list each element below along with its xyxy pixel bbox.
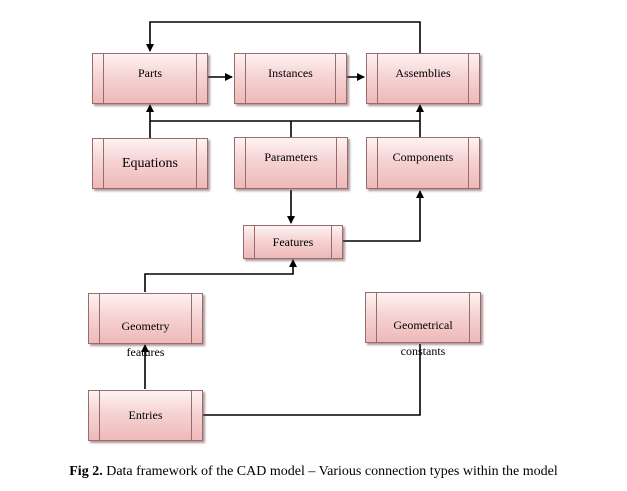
node-equations-label: Equations: [122, 156, 178, 171]
node-components: Components: [366, 137, 480, 189]
figure-caption-label: Fig 2.: [69, 464, 103, 479]
node-features: Features: [243, 225, 343, 259]
node-geometrical-constants: Geometrical constants: [365, 292, 481, 358]
node-geometry-features: Geometry features: [88, 293, 203, 359]
node-equations: Equations: [92, 138, 208, 189]
node-assemblies-label: Assemblies: [395, 66, 451, 80]
edge-entries-to-geometrical-constants: [203, 344, 421, 416]
node-instances: Instances: [234, 53, 347, 104]
node-geometry-features-line1: Geometry: [121, 319, 170, 333]
node-geometry-features-line2: features: [126, 345, 165, 359]
node-instances-label: Instances: [268, 66, 313, 80]
node-assemblies: Assemblies: [366, 53, 480, 104]
node-geometrical-constants-line2: constants: [400, 344, 446, 358]
node-components-label: Components: [392, 150, 454, 164]
node-parameters: Parameters: [234, 137, 348, 189]
figure-caption: Fig 2. Data framework of the CAD model –…: [0, 464, 627, 480]
node-parts-label: Parts: [138, 66, 162, 80]
edge-assemblies-to-parts: [146, 21, 421, 53]
node-entries: Entries: [88, 390, 203, 441]
node-geometry-features-label: Geometry features: [110, 307, 182, 359]
figure-caption-text: Data framework of the CAD model – Variou…: [102, 464, 558, 479]
node-geometrical-constants-label: Geometrical constants: [381, 306, 464, 358]
node-geometrical-constants-line1: Geometrical: [393, 318, 453, 332]
node-features-label: Features: [272, 234, 314, 249]
node-parameters-label: Parameters: [264, 150, 318, 164]
edge-geometry-features-to-features: [144, 259, 297, 292]
node-parts: Parts: [92, 53, 208, 104]
node-entries-label: Entries: [128, 408, 163, 422]
edge-features-to-components: [343, 190, 424, 242]
